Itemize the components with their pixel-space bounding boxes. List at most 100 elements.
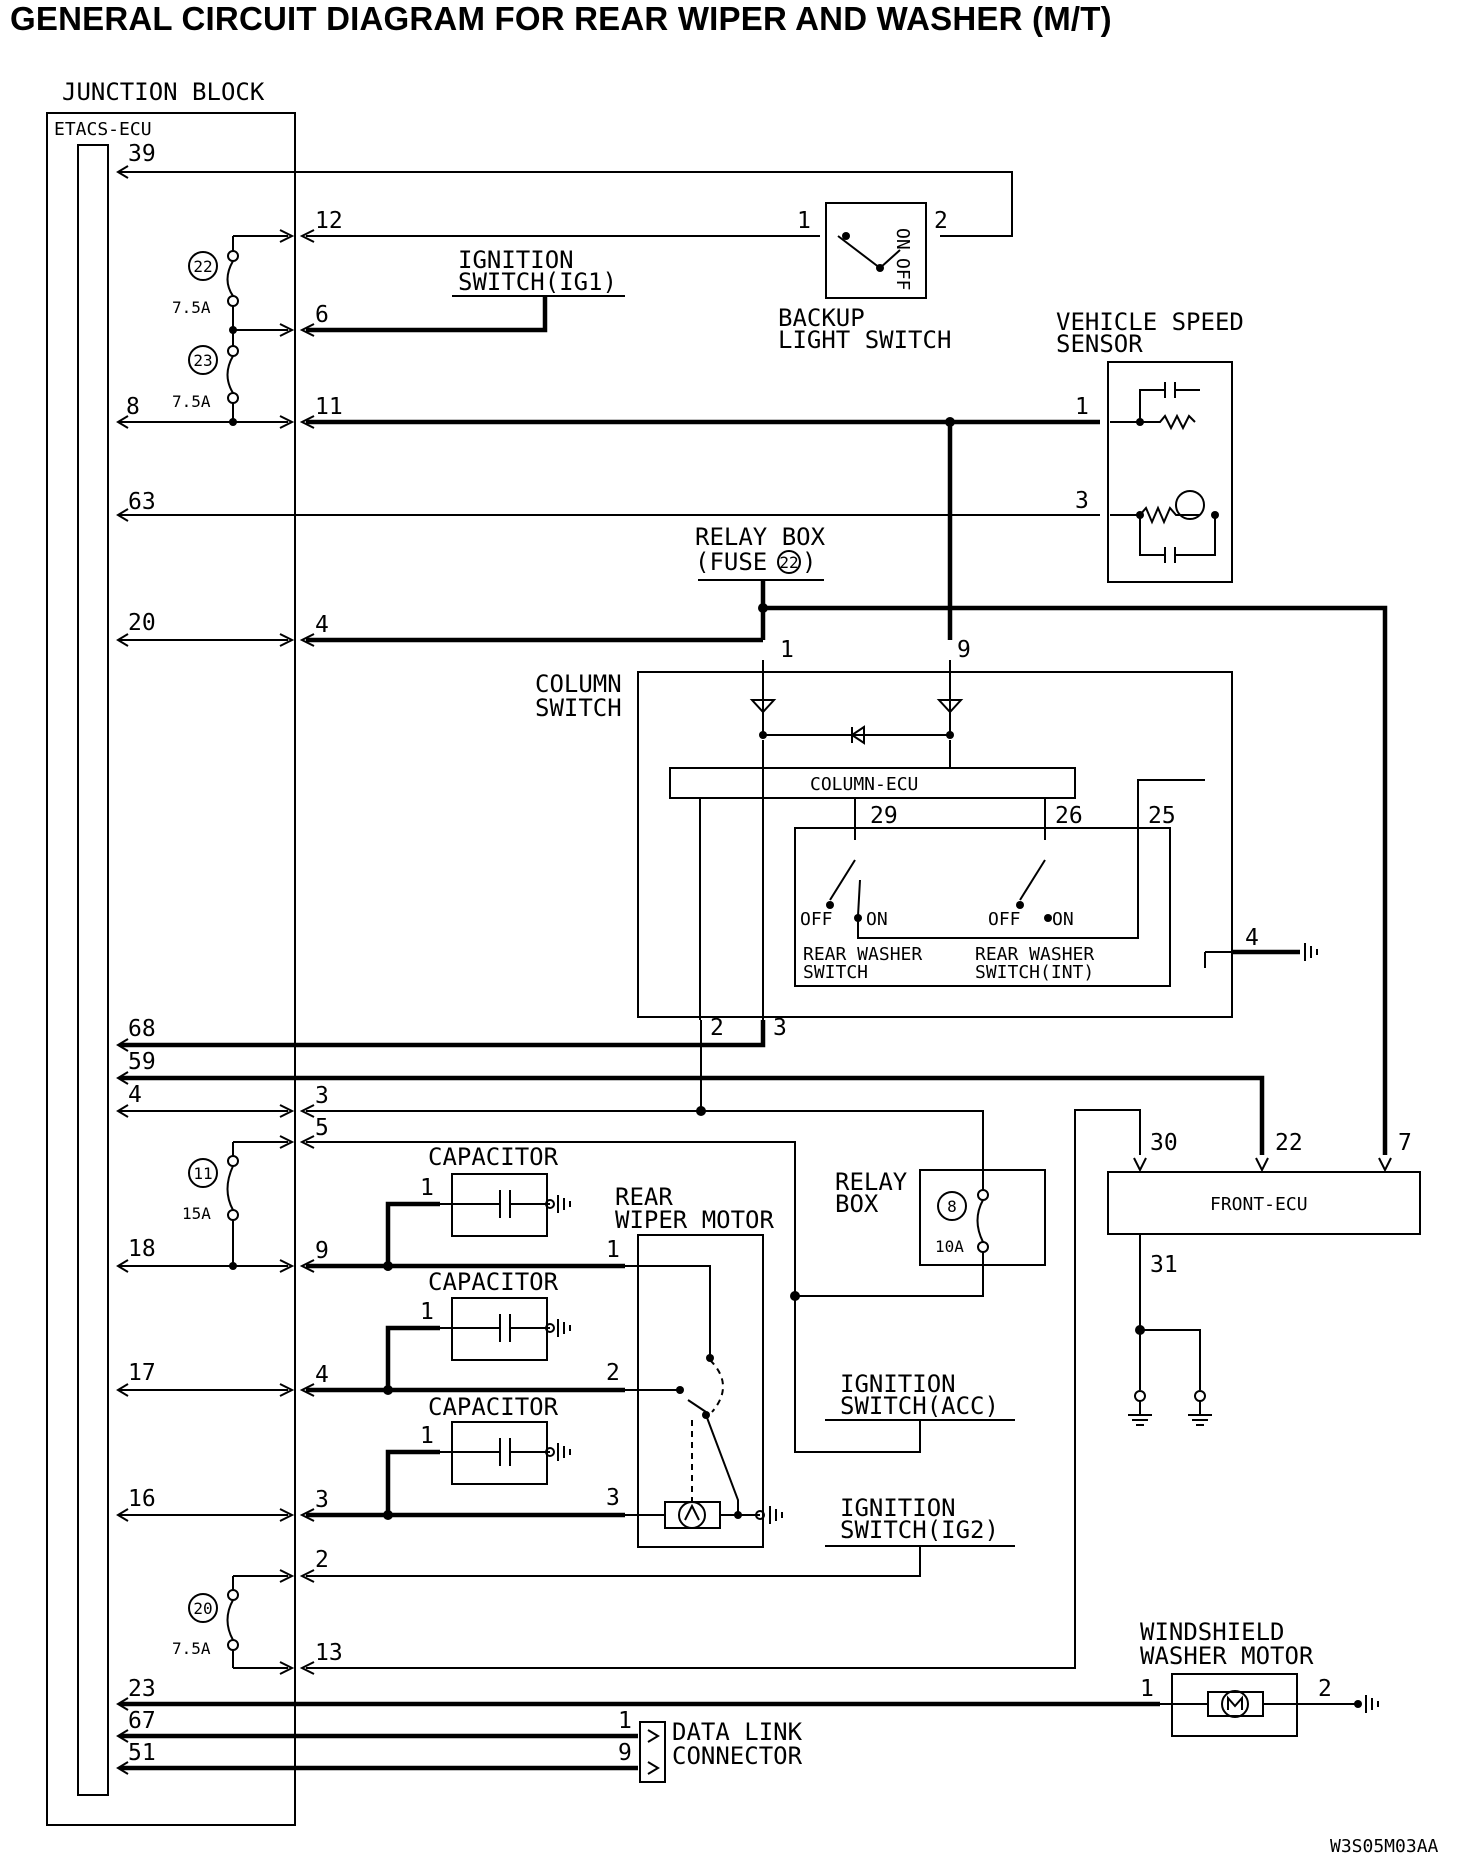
svg-text:22: 22 xyxy=(1275,1130,1303,1156)
svg-text:9: 9 xyxy=(315,1238,329,1264)
svg-text:1: 1 xyxy=(797,208,811,234)
svg-text:3: 3 xyxy=(315,1487,329,1513)
svg-text:25: 25 xyxy=(1148,803,1176,829)
figure-code: W3S05M03AA xyxy=(1330,1836,1439,1857)
fuse-23-number: 23 xyxy=(193,351,212,370)
svg-text:3: 3 xyxy=(1075,488,1089,514)
svg-text:REAR WASHER: REAR WASHER xyxy=(803,944,922,965)
etacs-pin-68: 68 xyxy=(128,1016,156,1042)
junction-block-pin-labels: 12 6 11 4 3 5 9 4 3 2 13 xyxy=(315,208,343,1666)
svg-text:12: 12 xyxy=(315,208,343,234)
page-title: GENERAL CIRCUIT DIAGRAM FOR REAR WIPER A… xyxy=(10,0,1112,37)
svg-text:2: 2 xyxy=(710,1015,724,1041)
etacs-pin-16: 16 xyxy=(128,1486,156,1512)
svg-text:7: 7 xyxy=(1398,1130,1412,1156)
svg-text:1: 1 xyxy=(1140,1676,1154,1702)
svg-text:REAR: REAR xyxy=(615,1183,673,1211)
svg-text:DATA LINK: DATA LINK xyxy=(672,1718,803,1746)
svg-text:OFF: OFF xyxy=(892,258,913,291)
svg-text:1: 1 xyxy=(780,637,794,663)
svg-text:22: 22 xyxy=(779,553,798,572)
etacs-pin-23: 23 xyxy=(128,1676,156,1702)
vehicle-speed-sensor: VEHICLE SPEED SENSOR 1 3 xyxy=(1056,308,1244,583)
svg-text:4: 4 xyxy=(1245,925,1259,951)
svg-text:SWITCH(INT): SWITCH(INT) xyxy=(975,962,1094,983)
front-ecu: FRONT-ECU 30 22 7 31 xyxy=(1107,1130,1421,1426)
ignition-switch-ig2: IGNITION SWITCH(IG2) xyxy=(840,1494,999,1544)
svg-text:SWITCH(ACC): SWITCH(ACC) xyxy=(840,1392,999,1420)
wires xyxy=(120,171,1388,1771)
svg-text:SWITCH(IG1): SWITCH(IG1) xyxy=(458,268,617,296)
svg-text:RELAY: RELAY xyxy=(835,1168,908,1196)
front-ecu-label: FRONT-ECU xyxy=(1210,1194,1308,1215)
svg-text:VEHICLE SPEED: VEHICLE SPEED xyxy=(1056,308,1244,336)
svg-text:(FUSE: (FUSE xyxy=(695,548,767,576)
svg-text:26: 26 xyxy=(1055,803,1083,829)
relay-box-fuse-8: RELAY BOX 8 10A xyxy=(835,1168,1046,1266)
svg-text:SWITCH: SWITCH xyxy=(803,962,868,983)
junction-fuses: 22 7.5A 23 7.5A 11 15A 20 7.5A xyxy=(120,235,288,1669)
svg-text:29: 29 xyxy=(870,803,898,829)
etacs-arrows xyxy=(116,165,315,1775)
column-ecu-label: COLUMN-ECU xyxy=(810,774,918,795)
svg-text:3: 3 xyxy=(606,1485,620,1511)
svg-text:1: 1 xyxy=(618,1708,632,1734)
svg-text:IGNITION: IGNITION xyxy=(840,1494,956,1522)
windshield-washer-motor: WINDSHIELD WASHER MOTOR 1 2 xyxy=(1140,1618,1379,1737)
svg-text:3: 3 xyxy=(315,1083,329,1109)
svg-text:6: 6 xyxy=(315,302,329,328)
ignition-switch-ig1: IGNITION SWITCH(IG1) xyxy=(458,246,617,296)
svg-text:3: 3 xyxy=(773,1015,787,1041)
svg-text:REAR WASHER: REAR WASHER xyxy=(975,944,1094,965)
svg-text:COLUMN: COLUMN xyxy=(535,670,622,698)
etacs-ecu-connector xyxy=(77,144,109,1796)
fuse-11-rating: 15A xyxy=(182,1204,211,1223)
svg-text:BOX: BOX xyxy=(835,1190,879,1218)
capacitors: CAPACITOR 1 CAPACITOR 1 CAPACITOR 1 xyxy=(420,1143,571,1485)
svg-text:ON: ON xyxy=(892,228,913,250)
svg-text:2: 2 xyxy=(934,208,948,234)
svg-text:4: 4 xyxy=(315,1362,329,1388)
svg-text:SWITCH: SWITCH xyxy=(535,694,622,722)
svg-text:2: 2 xyxy=(1318,1676,1332,1702)
svg-text:LIGHT SWITCH: LIGHT SWITCH xyxy=(778,326,951,354)
svg-text:CAPACITOR: CAPACITOR xyxy=(428,1143,559,1171)
svg-text:1: 1 xyxy=(420,1423,434,1449)
svg-text:WIPER MOTOR: WIPER MOTOR xyxy=(615,1206,774,1234)
svg-text:9: 9 xyxy=(957,637,971,663)
fuse-23-rating: 7.5A xyxy=(172,392,211,411)
svg-text:IGNITION: IGNITION xyxy=(458,246,574,274)
svg-text:RELAY BOX: RELAY BOX xyxy=(695,523,826,551)
fuse-22-number: 22 xyxy=(193,257,212,276)
etacs-pin-20: 20 xyxy=(128,610,156,636)
fuse-11-number: 11 xyxy=(193,1164,212,1183)
svg-text:ON: ON xyxy=(1052,909,1074,930)
etacs-pin-63: 63 xyxy=(128,489,156,515)
etacs-pin-4: 4 xyxy=(128,1082,142,1108)
svg-text:4: 4 xyxy=(315,612,329,638)
svg-text:2: 2 xyxy=(315,1547,329,1573)
backup-light-switch: 1 2 ON OFF BACKUP LIGHT SWITCH xyxy=(778,202,951,354)
svg-text:SWITCH(IG2): SWITCH(IG2) xyxy=(840,1516,999,1544)
junction-block: JUNCTION BLOCK ETACS-ECU xyxy=(46,78,296,1826)
etacs-pin-51: 51 xyxy=(128,1740,156,1766)
svg-text:OFF: OFF xyxy=(988,909,1021,930)
etacs-pin-8: 8 xyxy=(126,394,140,420)
svg-text:1: 1 xyxy=(420,1299,434,1325)
etacs-pin-59: 59 xyxy=(128,1049,156,1075)
svg-text:): ) xyxy=(802,548,816,576)
svg-text:1: 1 xyxy=(606,1237,620,1263)
svg-text:CAPACITOR: CAPACITOR xyxy=(428,1268,559,1296)
svg-text:10A: 10A xyxy=(935,1237,964,1256)
svg-text:SENSOR: SENSOR xyxy=(1056,330,1143,358)
svg-text:13: 13 xyxy=(315,1640,343,1666)
fuse-20-number: 20 xyxy=(193,1599,212,1618)
svg-text:5: 5 xyxy=(315,1115,329,1141)
etacs-pin-17: 17 xyxy=(128,1360,156,1386)
etacs-ecu-label: ETACS-ECU xyxy=(54,119,152,140)
etacs-pin-18: 18 xyxy=(128,1236,156,1262)
column-switch: COLUMN SWITCH 1 9 COLUMN-ECU 29 26 25 OF… xyxy=(535,637,1318,1041)
svg-text:CAPACITOR: CAPACITOR xyxy=(428,1393,559,1421)
ignition-switch-acc: IGNITION SWITCH(ACC) xyxy=(840,1370,999,1420)
